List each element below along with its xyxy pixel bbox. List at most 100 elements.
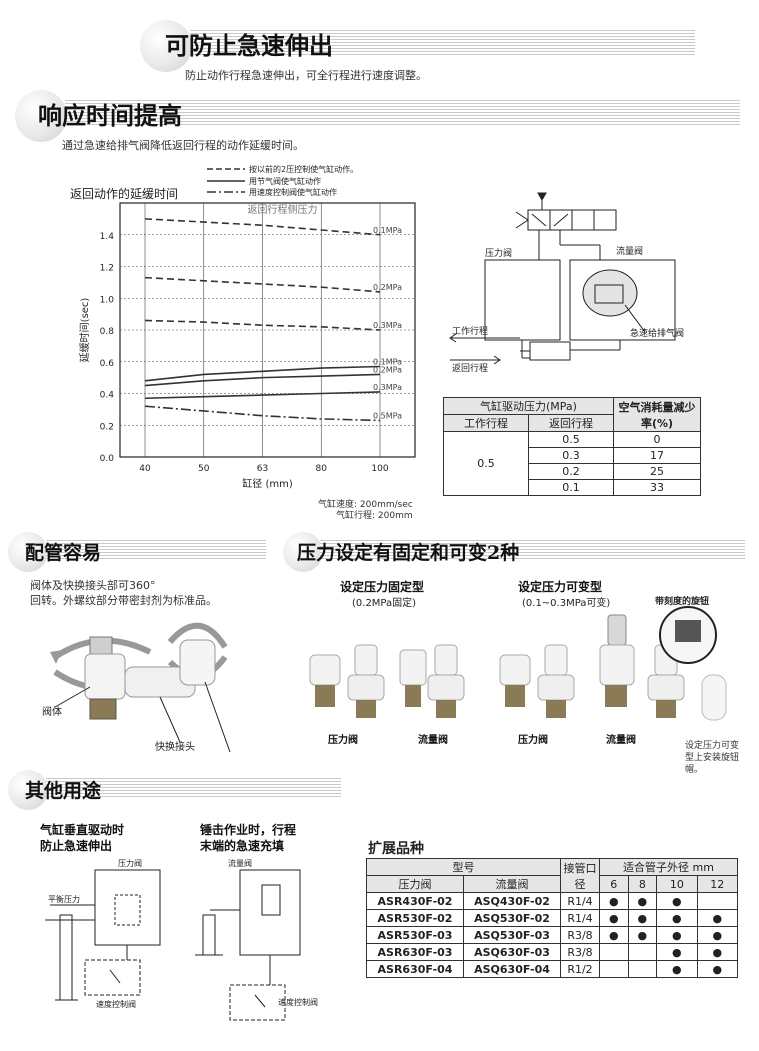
table-cell: ● [696,926,739,944]
y-tick-label: 1.4 [100,232,115,242]
table-cell: ● [656,960,698,978]
table-cell: ● [656,926,698,944]
consumption-table: 气缸驱动压力(MPa) 空气消耗量减少率(%) 工作行程 返回行程 0.5 0.… [443,397,701,496]
table-cell: 0.1 [528,479,614,496]
y-tick-label: 0.4 [100,391,115,401]
table-cell: R1/2 [560,960,600,978]
y-tick-label: 1.0 [100,295,115,305]
diagram-label: 流量阀 [228,858,252,868]
table-cell: ● [656,892,698,910]
knob-note: 设定压力可变型上安装旋钮帽。 [685,741,740,775]
y-tick-label: 0.6 [100,359,115,369]
table-header: 6 [599,875,629,893]
series-line [144,319,381,331]
use-title: 锤击作业时，行程 [200,823,297,837]
header-stripe [320,540,745,560]
table-cell: ● [627,909,658,927]
table-cell: ● [656,909,698,927]
table-cell: ASR530F-03 [366,926,464,944]
header-stripe [65,100,740,126]
series-label: 0.3MPa [373,383,402,392]
table-header: 压力阀 [366,875,464,893]
use-title: 气缸垂直驱动时 [40,823,125,837]
table-cell: ASR630F-03 [366,943,464,961]
series-label: 0.1MPa [373,226,402,235]
series-label: 0.5MPa [373,411,402,420]
y-tick-label: 0.0 [100,454,115,464]
circuit-label: 急速给排气阀 [630,327,684,339]
table-cell: ● [627,926,658,944]
circuit-label: 工作行程 [452,325,488,337]
table-cell: ● [627,892,658,910]
table-cell: 0.5 [528,431,614,448]
valve-rotation-illustration [50,622,231,752]
table-header: 适合管子外径 mm [599,858,738,876]
label-valve-body: 阀体 [42,707,62,718]
series-line [144,218,381,236]
table-cell: 0.2 [528,463,614,480]
table-header: 10 [656,875,698,893]
header-stripe [46,778,341,798]
table-cell: ASQ430F-02 [463,892,561,910]
x-tick-label: 63 [257,464,268,474]
label-flow-valve: 流量阀 [606,735,636,746]
series-line [144,373,381,387]
table-cell: 0 [613,431,701,448]
series-label: 0.1MPa [373,358,402,367]
y-tick-label: 0.2 [100,422,114,432]
table-header: 气缸驱动压力(MPa) [443,397,614,415]
circuit-label: 返回行程 [452,362,488,374]
table-cell: ASQ630F-03 [463,943,561,961]
table-cell [696,892,739,910]
section-desc-prevent: 防止动作行程急速伸出，可全行程进行速度调整。 [185,69,427,82]
table-cell: ASR530F-02 [366,909,464,927]
table-cell: ASQ530F-03 [463,926,561,944]
chart-legend: 按以前的2压控制使气缸动作。 用节气阀使气缸动作 用速度控制阀使气缸动作 [207,164,358,197]
var-type-title: 设定压力可变型 [518,580,603,594]
section-title-prevent: 可防止急速伸出 [165,31,333,60]
series-label: 0.2MPa [373,283,402,292]
application-circuits: 平衡压力 压力阀 速度控制阀 流量阀 速度控制阀 [45,858,318,1021]
section-desc-piping: 阀体及快换接头部可360° [30,579,156,592]
chart-subtitle: 返回行程侧压力 [248,203,318,216]
legend-label: 用节气阀使气缸动作 [249,176,321,186]
table-cell: R3/8 [560,943,600,961]
table-cell: ASR430F-02 [366,892,464,910]
table-cell: 17 [613,447,701,464]
table-cell: R1/4 [560,892,600,910]
table-cell: ● [696,909,739,927]
header-circle [8,532,48,572]
x-tick-label: 80 [316,464,328,474]
use-title: 防止急速伸出 [40,839,113,853]
table-header: 工作行程 [443,414,529,432]
table-cell: 25 [613,463,701,480]
series-line [144,365,381,382]
table-cell [599,943,629,961]
diagram-label: 压力阀 [118,858,142,868]
header-circle [8,770,48,810]
table-header: 返回行程 [528,414,614,432]
x-tick-label: 100 [371,464,388,474]
x-axis-label: 缸径 (mm) [242,477,293,490]
circuit-label: 压力阀 [485,247,512,259]
series-line [144,391,381,400]
diagram-label: 速度控制阀 [278,997,318,1007]
label-pressure-valve: 压力阀 [518,735,548,746]
table-cell: 33 [613,479,701,496]
table-cell: ● [696,943,739,961]
table-cell: R3/8 [560,926,600,944]
header-circle [283,532,323,572]
use-title: 末端的急速充填 [200,839,285,853]
fixed-type-title: 设定压力固定型 [340,580,425,594]
var-type-sub: (0.1~0.3MPa可变) [522,598,611,609]
section-title-piping: 配管容易 [25,542,102,564]
y-tick-label: 1.2 [100,264,114,274]
diagram-label: 速度控制阀 [96,999,136,1009]
header-circle [140,20,192,72]
circuit-label: 流量阀 [616,245,643,257]
series-label: 0.3MPa [373,321,402,330]
